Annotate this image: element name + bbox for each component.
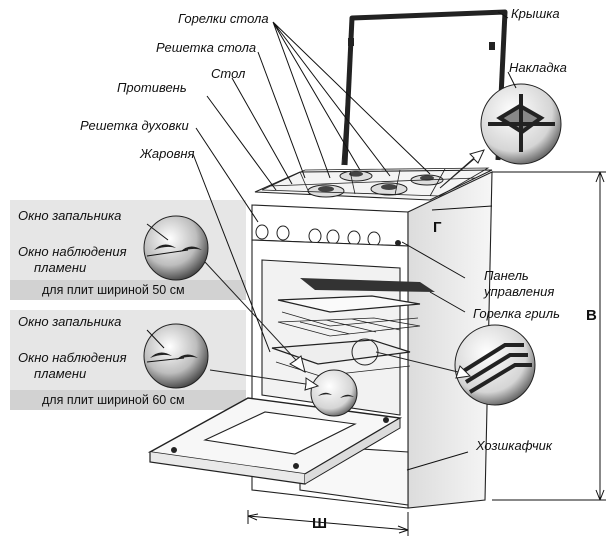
igniter-window-slot xyxy=(154,244,176,250)
stove xyxy=(147,9,508,509)
arrow-lens-bottom xyxy=(209,369,320,391)
inset-caption-bar xyxy=(10,390,246,410)
grill-detail xyxy=(454,324,536,406)
label-oven-grate: Решетка духовки xyxy=(80,118,189,133)
label-trim: Накладка xyxy=(509,60,567,75)
inset-bottom-caption: для плит шириной 60 см xyxy=(42,393,185,407)
inset-top-caption: для плит шириной 50 см xyxy=(42,283,185,297)
igniter-window-slot xyxy=(150,352,172,358)
inset-top-igniter-label: Окно запальника xyxy=(18,208,121,223)
callout-arrows xyxy=(204,149,485,391)
label-grill-burner: Горелка гриль xyxy=(473,306,560,321)
label-drawer: Хозшкафчик xyxy=(475,438,553,453)
inset-bottom-igniter-label: Окно запальника xyxy=(18,314,121,329)
label-burners: Горелки стола xyxy=(178,11,269,26)
lid-hinge xyxy=(348,38,354,46)
dimension-width: Ш xyxy=(312,515,327,532)
roaster xyxy=(271,339,411,365)
arrow-lens-top xyxy=(204,261,306,373)
lid xyxy=(341,11,506,166)
inset-bottom-flame-label-1: Окно наблюдения xyxy=(18,350,127,365)
flame-window-slot xyxy=(180,246,202,252)
burner-window-lens xyxy=(143,323,209,389)
inset-50cm xyxy=(10,200,246,300)
control-knobs xyxy=(255,224,401,247)
ignition-button-icon xyxy=(395,240,401,246)
trim-detail xyxy=(480,83,562,165)
dimension-lines xyxy=(247,171,606,536)
table-grate xyxy=(261,167,490,197)
dimension-height: В xyxy=(586,307,597,324)
inset-top-flame-label-2: пламени xyxy=(34,260,86,275)
label-lid: Крышка xyxy=(511,6,560,21)
inset-caption-bar xyxy=(10,280,246,300)
table-burners xyxy=(307,170,444,198)
oven-grate xyxy=(277,317,421,337)
label-tray: Противень xyxy=(117,80,187,95)
inset-top-flame-label-1: Окно наблюдения xyxy=(18,244,127,259)
grill-burner xyxy=(300,278,435,292)
inset-60cm xyxy=(10,310,246,410)
label-control-panel-line2: управления xyxy=(483,284,554,299)
label-control-panel-line1: Панель xyxy=(484,268,529,283)
label-table-grate: Решетка стола xyxy=(156,40,256,55)
tray xyxy=(277,295,421,313)
lid-rim xyxy=(349,9,508,21)
arrow-trim xyxy=(439,149,485,189)
label-roaster: Жаровня xyxy=(139,146,195,161)
dimension-depth: Г xyxy=(433,219,442,236)
label-table: Стол xyxy=(211,66,246,81)
door-glass xyxy=(203,411,357,455)
oven-burner-window-lens xyxy=(310,369,358,417)
arrow-grill xyxy=(375,351,472,379)
inset-bottom-flame-label-2: пламени xyxy=(34,366,86,381)
leader-lines xyxy=(146,11,517,471)
flame-window-slot xyxy=(176,354,198,360)
